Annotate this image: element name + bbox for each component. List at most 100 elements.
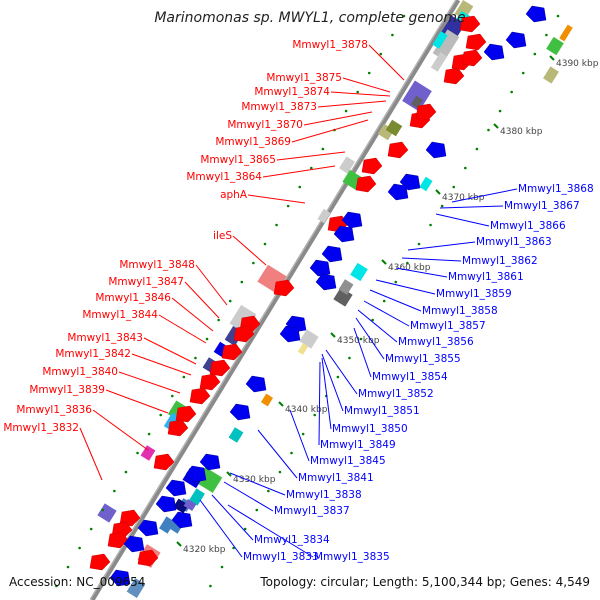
gene-feature[interactable] [153, 453, 175, 471]
gene-feature[interactable] [315, 273, 337, 291]
gene-feature[interactable] [233, 325, 255, 343]
gene-feature[interactable] [341, 211, 363, 229]
gene-label-plus[interactable]: Mmwyl1_3847 [108, 276, 184, 288]
gene-feature[interactable] [171, 511, 193, 529]
gene-feature[interactable] [402, 80, 432, 112]
gene-feature[interactable] [525, 5, 547, 23]
gene-feature[interactable] [209, 359, 231, 377]
gene-feature[interactable] [483, 43, 505, 61]
gene-feature[interactable] [109, 569, 131, 587]
gene-label-minus[interactable]: Mmwyl1_3852 [358, 388, 434, 400]
gene-feature[interactable] [505, 31, 527, 49]
gene-feature[interactable] [317, 208, 331, 224]
gene-feature[interactable] [89, 553, 111, 571]
gene-label-minus[interactable]: Mmwyl1_3845 [310, 455, 386, 467]
gene-label-minus[interactable]: Mmwyl1_3838 [286, 489, 362, 501]
gene-label-plus[interactable]: Mmwyl1_3875 [266, 72, 342, 84]
gene-feature[interactable] [415, 103, 437, 121]
gene-feature[interactable] [228, 427, 244, 443]
gene-label-minus[interactable]: Mmwyl1_3841 [298, 472, 374, 484]
gene-feature[interactable] [175, 405, 197, 423]
gene-feature[interactable] [202, 357, 218, 373]
gene-feature[interactable] [221, 343, 243, 361]
gene-feature[interactable] [387, 141, 409, 159]
gene-label-plus[interactable]: Mmwyl1_3873 [241, 101, 317, 113]
gene-feature[interactable] [350, 262, 368, 282]
gene-label-minus[interactable]: Mmwyl1_3856 [398, 336, 474, 348]
gene-label-minus[interactable]: Mmwyl1_3867 [504, 200, 580, 212]
gene-feature[interactable] [543, 66, 559, 84]
gene-label-minus[interactable]: Mmwyl1_3854 [372, 371, 448, 383]
gene-label-plus[interactable]: Mmwyl1_3865 [200, 154, 276, 166]
gene-feature[interactable] [419, 176, 433, 192]
gene-label-minus[interactable]: Mmwyl1_3866 [490, 220, 566, 232]
gene-feature[interactable] [361, 157, 383, 175]
gene-label-plus[interactable]: aphA [220, 189, 248, 201]
gene-label-minus[interactable]: Mmwyl1_3851 [344, 405, 420, 417]
gene-label-minus[interactable]: Mmwyl1_3833 [243, 551, 319, 563]
gene-label-minus[interactable]: Mmwyl1_3837 [274, 505, 350, 517]
gene-label-plus[interactable]: Mmwyl1_3878 [292, 39, 368, 51]
gene-feature[interactable] [189, 488, 205, 506]
gene-feature[interactable] [273, 279, 295, 297]
gene-label-plus[interactable]: Mmwyl1_3844 [82, 309, 158, 321]
gene-feature[interactable] [137, 519, 159, 537]
gene-feature[interactable] [559, 24, 573, 42]
gene-label-plus[interactable]: Mmwyl1_3874 [254, 86, 330, 98]
gene-feature[interactable] [339, 156, 355, 174]
gene-label-minus[interactable]: Mmwyl1_3861 [448, 271, 524, 283]
gene-feature[interactable] [137, 549, 159, 567]
gene-label-plus[interactable]: Mmwyl1_3846 [95, 292, 171, 304]
gene-label-minus[interactable]: Mmwyl1_3855 [385, 353, 461, 365]
gene-feature[interactable] [159, 516, 175, 534]
gene-feature[interactable] [425, 141, 447, 159]
gene-feature[interactable] [173, 498, 189, 514]
gene-feature[interactable] [432, 31, 448, 49]
gene-label-minus[interactable]: Mmwyl1_3834 [254, 534, 330, 546]
gene-feature[interactable] [126, 578, 146, 598]
gene-label-minus[interactable]: Mmwyl1_3850 [332, 423, 408, 435]
gene-label-plus[interactable]: ileS [213, 230, 232, 242]
gene-feature[interactable] [430, 52, 448, 72]
gene-feature[interactable] [432, 29, 460, 61]
gene-feature[interactable] [297, 343, 309, 355]
gene-feature[interactable] [165, 479, 187, 497]
gene-label-plus[interactable]: Mmwyl1_3836 [16, 404, 92, 416]
gene-feature[interactable] [185, 465, 207, 483]
gene-feature[interactable] [199, 373, 221, 391]
gene-label-minus[interactable]: Mmwyl1_3857 [410, 320, 486, 332]
gene-label-minus[interactable]: Mmwyl1_3858 [422, 305, 498, 317]
gene-feature[interactable] [260, 393, 274, 407]
gene-feature[interactable] [355, 175, 377, 193]
gene-feature[interactable] [385, 119, 403, 137]
gene-feature[interactable] [155, 495, 177, 513]
gene-label-minus[interactable]: Mmwyl1_3835 [314, 551, 390, 563]
gene-label-plus[interactable]: Mmwyl1_3869 [215, 136, 291, 148]
gene-feature[interactable] [123, 535, 145, 553]
gene-label-minus[interactable]: Mmwyl1_3859 [436, 288, 512, 300]
gene-feature[interactable] [338, 279, 354, 295]
gene-label-plus[interactable]: Mmwyl1_3842 [55, 348, 131, 360]
gene-feature[interactable] [97, 503, 117, 523]
gene-feature[interactable] [333, 225, 355, 243]
gene-label-plus[interactable]: Mmwyl1_3840 [42, 366, 118, 378]
gene-feature[interactable] [167, 419, 189, 437]
gene-feature[interactable] [189, 387, 211, 405]
gene-label-minus[interactable]: Mmwyl1_3863 [476, 236, 552, 248]
gene-feature[interactable] [245, 375, 267, 393]
gene-feature[interactable] [199, 453, 221, 471]
gene-feature[interactable] [279, 325, 301, 343]
gene-feature[interactable] [461, 49, 483, 67]
gene-feature[interactable] [309, 259, 331, 277]
gene-label-plus[interactable]: Mmwyl1_3839 [29, 384, 105, 396]
gene-feature[interactable] [443, 67, 465, 85]
gene-feature[interactable] [546, 36, 564, 56]
gene-feature[interactable] [183, 498, 197, 512]
gene-label-minus[interactable]: Mmwyl1_3868 [518, 183, 594, 195]
gene-label-plus[interactable]: Mmwyl1_3843 [67, 332, 143, 344]
gene-feature[interactable] [321, 245, 343, 263]
gene-feature[interactable] [299, 329, 319, 349]
gene-label-plus[interactable]: Mmwyl1_3870 [227, 119, 303, 131]
gene-feature[interactable] [229, 403, 251, 421]
gene-label-plus[interactable]: Mmwyl1_3864 [186, 171, 262, 183]
